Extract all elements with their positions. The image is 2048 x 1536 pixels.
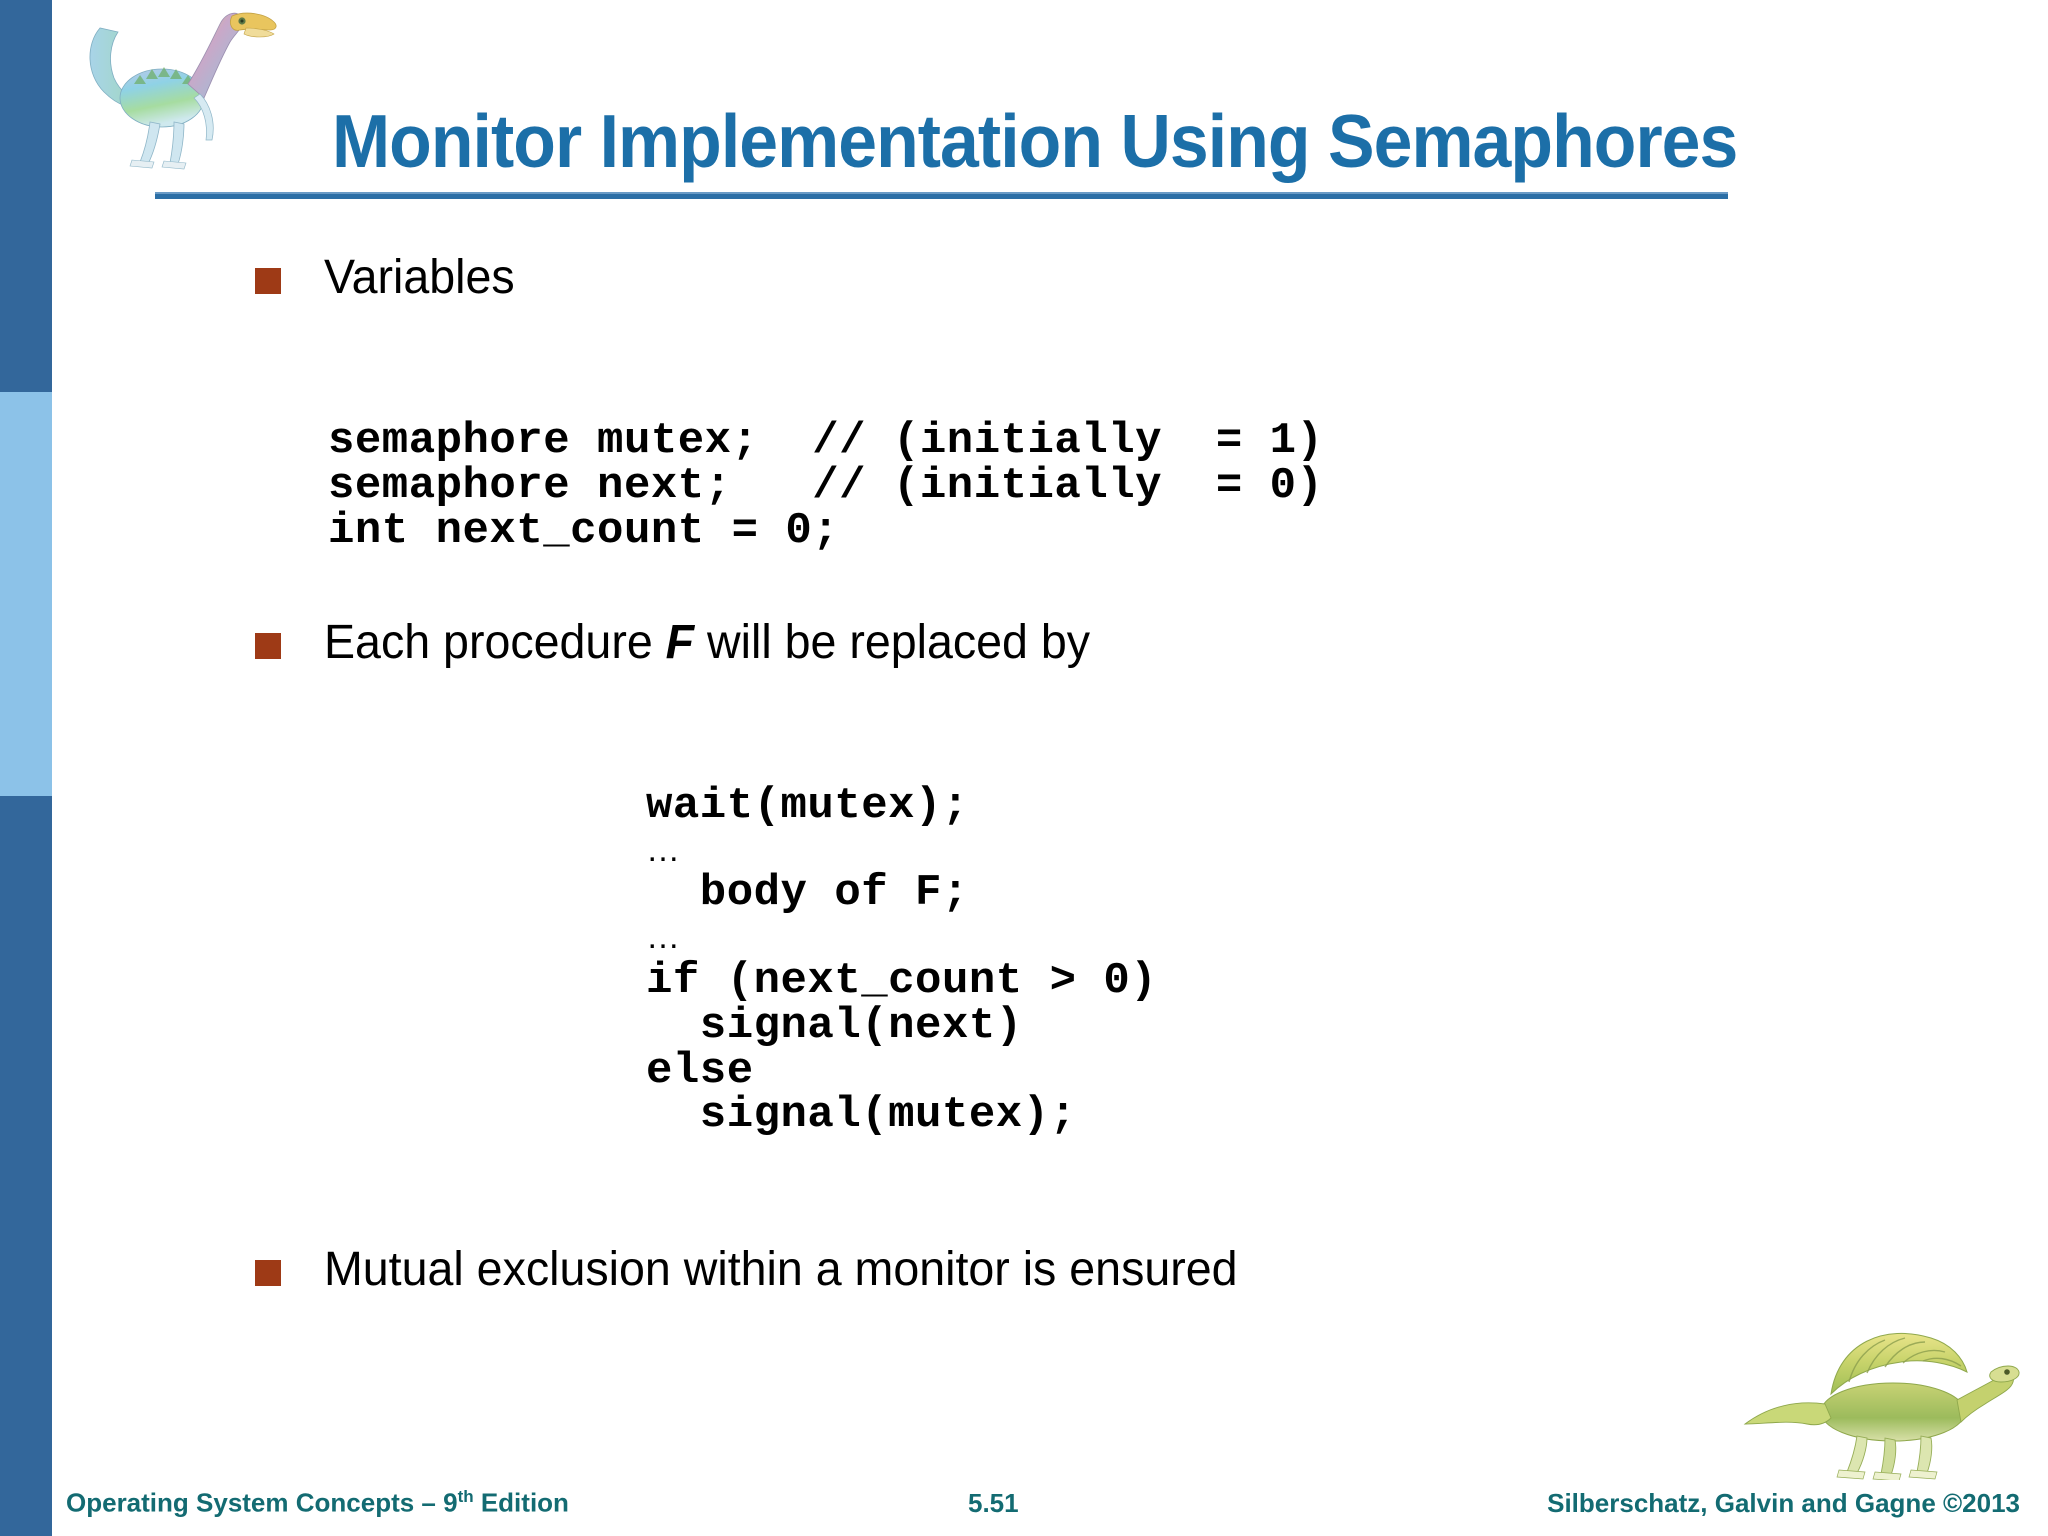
- left-decorative-rail: [0, 0, 52, 1536]
- footer-edition-ordinal: th: [457, 1487, 474, 1507]
- bullet-label-variables: Variables: [324, 251, 515, 304]
- code-line: signal(mutex);: [646, 1090, 1077, 1141]
- bullet-square-icon: [255, 1260, 281, 1286]
- code-block-variables: semaphore mutex; // (initially = 1)semap…: [328, 419, 1323, 554]
- bullet-square-icon: [255, 268, 281, 294]
- slide-footer: Operating System Concepts – 9th Edition …: [0, 1474, 2048, 1536]
- slide-body: Variables semaphore mutex; // (initially…: [52, 210, 2048, 1450]
- code-ellipsis: …: [646, 830, 681, 869]
- bullet-text-after: will be replaced by: [694, 616, 1091, 669]
- slide-number: 5.51: [968, 1488, 1019, 1518]
- bullet-item-procedure: Each procedure F will be replaced by: [255, 615, 1114, 670]
- bullet-label-procedure: Each procedure F will be replaced by: [324, 615, 1090, 670]
- procedure-name-emphasis: F: [665, 616, 695, 669]
- code-line: signal(next): [646, 1000, 1023, 1051]
- bullet-item-mutual-exclusion: Mutual exclusion within a monitor is ens…: [255, 1242, 1266, 1297]
- footer-book-title: Operating System Concepts – 9th Edition: [66, 1487, 569, 1519]
- code-line: semaphore mutex; // (initially = 1): [328, 416, 1324, 466]
- page-title: Monitor Implementation Using Semaphores: [332, 99, 1738, 184]
- bullet-item-variables: Variables: [255, 250, 521, 305]
- footer-book-title-main: Operating System Concepts – 9: [66, 1488, 458, 1518]
- code-line: semaphore next; // (initially = 0): [328, 460, 1324, 511]
- title-underline-rule: [155, 192, 1728, 199]
- rail-segment-middle: [0, 392, 52, 796]
- bullet-text-before: Each procedure: [324, 616, 666, 669]
- bullet-label-mutual-exclusion: Mutual exclusion within a monitor is ens…: [324, 1243, 1238, 1296]
- code-line: else: [646, 1045, 754, 1096]
- rail-segment-top: [0, 0, 52, 392]
- bullet-square-icon: [255, 633, 281, 659]
- code-line: if (next_count > 0): [646, 955, 1158, 1006]
- code-line: int next_count = 0;: [328, 505, 840, 556]
- rail-segment-bottom: [0, 796, 52, 1536]
- footer-copyright: Silberschatz, Galvin and Gagne ©2013: [1547, 1488, 2020, 1518]
- code-ellipsis: …: [646, 918, 681, 957]
- code-line: wait(mutex);: [646, 781, 969, 831]
- footer-edition-tail: Edition: [473, 1488, 569, 1518]
- code-block-procedure: wait(mutex);… body of F;…if (next_count …: [646, 784, 1157, 1138]
- code-line: body of F;: [646, 868, 969, 919]
- slide-header: Monitor Implementation Using Semaphores: [52, 0, 2048, 210]
